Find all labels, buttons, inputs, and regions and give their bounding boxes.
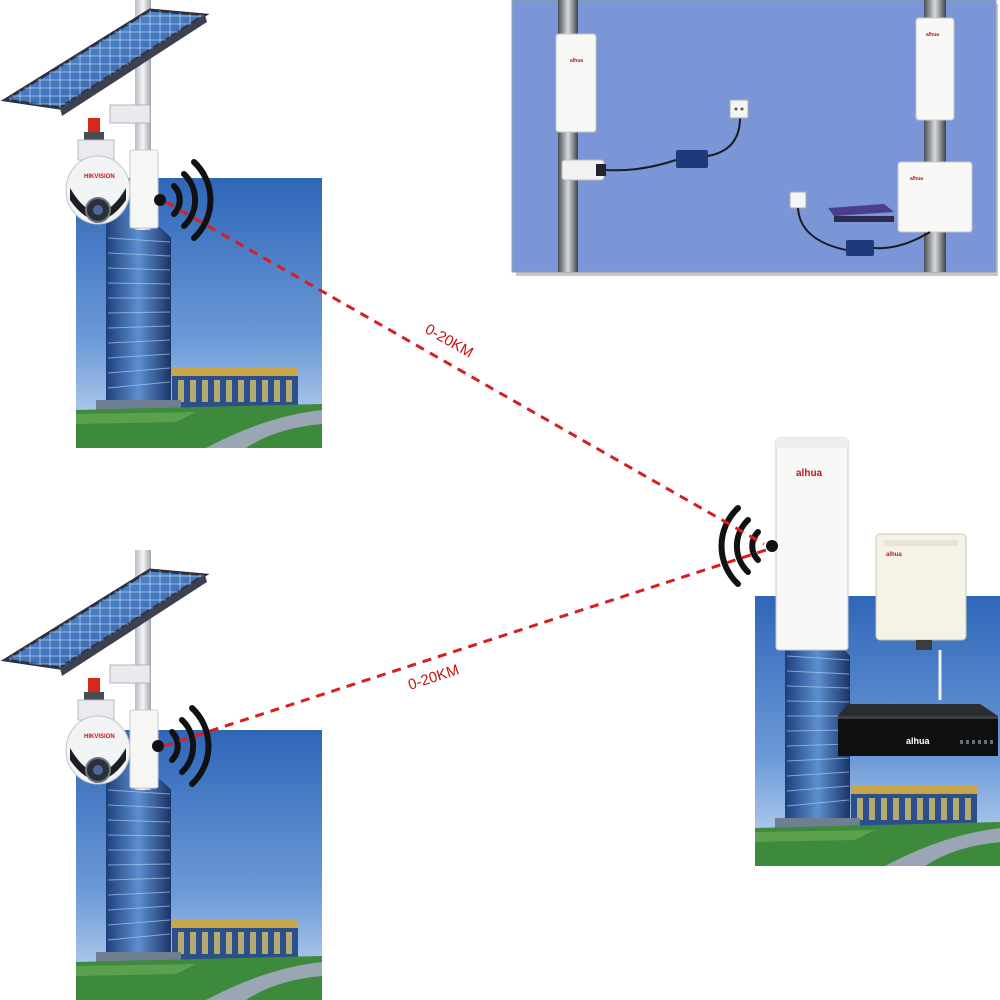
power-outlet-icon	[729, 99, 749, 119]
network-switch-icon	[828, 204, 894, 216]
installation-inset: alhua alhua alhua	[511, 0, 998, 276]
site-receiver: alhua alhua alhua	[721, 437, 1000, 867]
link-distance-label: 0-20KM	[406, 661, 461, 693]
wireless-bridge-icon	[915, 17, 955, 121]
wireless-bridge-icon	[555, 33, 597, 133]
sector-antenna-icon	[897, 161, 973, 233]
svg-text:alhua: alhua	[886, 552, 902, 558]
wifi-signal-icon	[721, 508, 778, 584]
sector-antenna-icon: alhua	[875, 533, 967, 700]
nvr-brand: alhua	[906, 736, 931, 746]
site-camera-2: HIKVISION	[3, 548, 323, 1000]
link-line	[165, 200, 765, 546]
svg-text:alhua: alhua	[926, 32, 939, 38]
poe-injector-icon	[846, 240, 874, 256]
solar-camera-unit-1: HIKVISION	[3, 0, 209, 232]
nvr-icon: alhua	[838, 704, 998, 756]
power-outlet-icon	[789, 191, 807, 209]
poe-injector-icon	[676, 150, 708, 168]
svg-text:alhua: alhua	[910, 176, 923, 182]
bridge-brand: alhua	[796, 468, 823, 479]
camera-brand-2: HIKVISION	[84, 734, 115, 740]
wireless-bridge-icon: alhua	[775, 437, 849, 651]
link-line	[163, 548, 767, 748]
svg-text:alhua: alhua	[570, 58, 583, 64]
link-2: 0-20KM	[163, 548, 767, 748]
site-camera-1: HIKVISION	[3, 0, 323, 449]
solar-camera-unit-2: HIKVISION	[3, 548, 209, 792]
link-distance-label: 0-20KM	[422, 321, 476, 362]
camera-brand-1: HIKVISION	[84, 174, 115, 180]
